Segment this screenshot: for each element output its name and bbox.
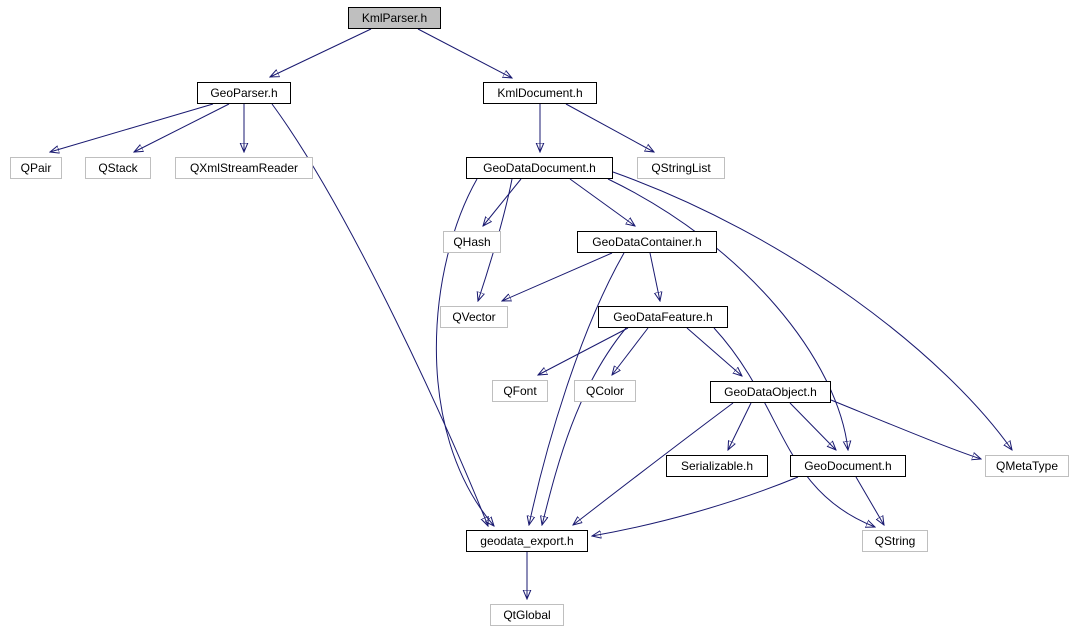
- edge-geodatafeature-qcolor: [612, 327, 649, 375]
- edge-geoparser-qpair: [50, 103, 214, 152]
- node-qstack: QStack: [85, 157, 151, 179]
- edge-geodatacontainer-qvector: [502, 252, 613, 301]
- edge-geodataobject-qmetatype: [830, 399, 981, 459]
- node-qstring: QString: [862, 530, 928, 552]
- node-qtglobal: QtGlobal: [490, 604, 564, 626]
- edge-geodatafeature-geodataexport: [542, 327, 627, 525]
- node-qcolor: QColor: [574, 380, 636, 402]
- edge-kmlparser-geoparser: [270, 28, 372, 77]
- node-serializable-h[interactable]: Serializable.h: [666, 455, 768, 477]
- node-qvector: QVector: [440, 306, 508, 328]
- edge-geodatadocument-geodatacontainer: [569, 178, 635, 226]
- edge-geodataobject-geodocument: [789, 402, 836, 450]
- node-geodatafeature-h[interactable]: GeoDataFeature.h: [598, 306, 728, 328]
- edge-geodatafeature-qstring: [713, 327, 875, 527]
- edge-geoparser-qstack: [134, 103, 230, 152]
- node-qxmlstreamreader: QXmlStreamReader: [175, 157, 313, 179]
- edge-geodatafeature-geodataobject: [686, 327, 742, 376]
- node-kmldocument-h[interactable]: KmlDocument.h: [483, 82, 597, 104]
- edge-kmldocument-qstringlist: [565, 103, 654, 152]
- node-qmetatype: QMetaType: [985, 455, 1069, 477]
- edge-kmlparser-kmldocument: [417, 28, 512, 78]
- node-geodata-export-h[interactable]: geodata_export.h: [466, 530, 588, 552]
- edge-geodatadocument-qhash: [483, 178, 522, 226]
- node-geodatacontainer-h[interactable]: GeoDataContainer.h: [577, 231, 717, 253]
- edge-geodocument-geodataexport: [592, 476, 799, 536]
- edge-geodataobject-serializable: [728, 402, 752, 450]
- edge-geodatafeature-qfont: [538, 327, 629, 375]
- edge-geodocument-qstring: [855, 476, 884, 525]
- node-qhash: QHash: [443, 231, 501, 253]
- node-qfont: QFont: [492, 380, 548, 402]
- node-geodocument-h[interactable]: GeoDocument.h: [790, 455, 906, 477]
- node-geodataobject-h[interactable]: GeoDataObject.h: [710, 381, 831, 403]
- edge-geodatacontainer-geodatafeature: [649, 252, 660, 301]
- node-kmlparser-h: KmlParser.h: [348, 7, 441, 29]
- node-qpair: QPair: [10, 157, 62, 179]
- node-geodatadocument-h[interactable]: GeoDataDocument.h: [466, 157, 613, 179]
- node-geoparser-h[interactable]: GeoParser.h: [197, 82, 291, 104]
- node-qstringlist: QStringList: [637, 157, 725, 179]
